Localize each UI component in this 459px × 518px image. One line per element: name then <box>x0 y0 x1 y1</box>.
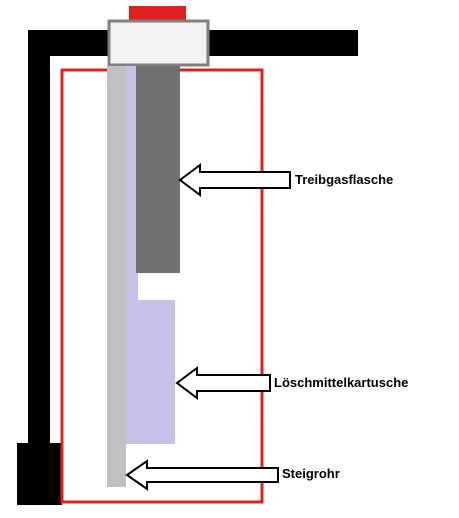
label-propellant-cartridge: Treibgasflasche <box>295 172 394 187</box>
valve-head <box>107 19 210 67</box>
label-riser-pipe: Steigrohr <box>282 466 340 481</box>
riser-pipe <box>107 66 126 487</box>
agent-cartridge <box>126 300 175 444</box>
valve-cap <box>129 6 186 22</box>
label-extinguishing-agent-cartridge: Löschmittelkartusche <box>274 375 409 390</box>
propellant-cartridge <box>136 66 180 273</box>
hose-nozzle <box>17 443 62 505</box>
arrow-loesch-icon <box>175 366 271 400</box>
hose-vertical <box>28 30 50 450</box>
arrow-treibgas-icon <box>178 163 291 197</box>
agent-cartridge-neck <box>126 66 138 306</box>
arrow-steig-icon <box>125 459 279 491</box>
